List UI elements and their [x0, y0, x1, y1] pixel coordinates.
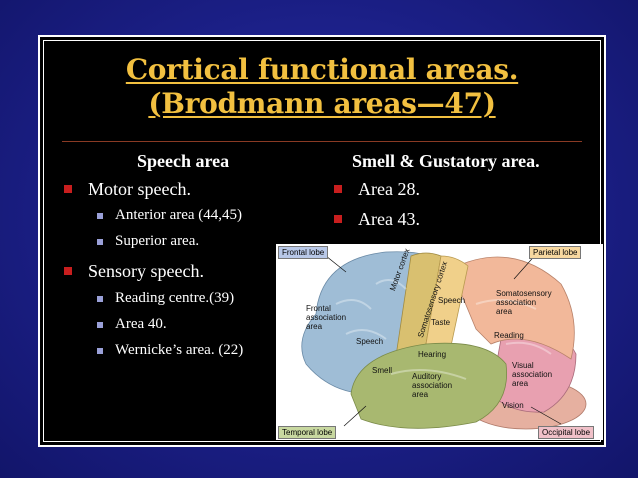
bullet-motor-speech: Motor speech.	[64, 179, 191, 200]
sub-bullet-area40: Area 40.	[97, 316, 167, 333]
slide-content: Cortical functional areas. (Brodmann are…	[43, 40, 603, 442]
label-line: area	[512, 379, 529, 388]
sub-bullet-marker	[97, 213, 103, 219]
label-line: area	[306, 322, 323, 331]
parietal-lobe-label: Parietal lobe	[529, 246, 582, 259]
label-line: Visual	[512, 361, 534, 370]
bullet-text: Area 43.	[358, 209, 420, 229]
speech-lower-label: Speech	[356, 337, 384, 346]
hearing-label: Hearing	[418, 350, 447, 359]
label-line: association	[306, 313, 347, 322]
bullet-sensory-speech: Sensory speech.	[64, 261, 204, 282]
speech-upper-label: Speech	[438, 296, 466, 305]
bullet-text: Motor speech.	[88, 179, 191, 199]
bullet-marker	[64, 185, 72, 193]
visual-association-label: Visual association area	[512, 361, 552, 388]
smell-label: Smell	[372, 366, 393, 375]
somatosensory-strip	[425, 255, 469, 347]
sub-bullet-text: Anterior area (44,45)	[115, 207, 243, 223]
frontal-association-label: Frontal association area	[306, 304, 346, 331]
sub-bullet-superior: Superior area.	[97, 233, 200, 250]
brain-illustration	[301, 251, 587, 430]
slide-title-line1: Cortical functional areas.	[125, 53, 519, 86]
sub-bullet-marker	[97, 348, 103, 354]
bullet-area43: Area 43.	[334, 209, 420, 230]
label-line: Frontal	[306, 304, 331, 313]
somatosensory-association-label: Somatosensory association area	[496, 289, 552, 316]
sub-bullet-text: Superior area.	[115, 233, 200, 249]
reading-label: Reading	[494, 331, 524, 340]
sub-bullet-marker	[97, 322, 103, 328]
auditory-association-label: Auditory association area	[412, 372, 452, 399]
slide-frame: Cortical functional areas. (Brodmann are…	[38, 35, 606, 447]
occipital-lobe-label: Occipital lobe	[538, 426, 595, 439]
label-line: Somatosensory	[496, 289, 552, 298]
smell-gustatory-heading: Smell & Gustatory area.	[352, 151, 540, 171]
sub-bullet-marker	[97, 296, 103, 302]
bullet-text: Sensory speech.	[88, 261, 204, 281]
frontal-lobe-label: Frontal lobe	[278, 246, 329, 259]
label-line: association	[512, 370, 553, 379]
sub-bullet-anterior: Anterior area (44,45)	[97, 207, 243, 224]
bullet-marker	[334, 185, 342, 193]
label-line: area	[412, 390, 429, 399]
temporal-region	[350, 342, 508, 429]
gyri-lines	[335, 279, 552, 380]
brain-diagram: Frontal lobe Parietal lobe Temporal lobe…	[276, 244, 603, 440]
sub-bullet-wernicke: Wernicke’s area. (22)	[97, 342, 244, 359]
occipital-pointer	[530, 406, 562, 425]
vision-label: Vision	[502, 401, 524, 410]
label-line: association	[496, 298, 537, 307]
bullet-area28: Area 28.	[334, 179, 420, 200]
label-line: association	[412, 381, 453, 390]
label-line: Auditory	[412, 372, 442, 381]
slide-title-line2: (Brodmann areas—47)	[148, 87, 496, 120]
bullet-marker	[334, 215, 342, 223]
bullet-marker	[64, 267, 72, 275]
sub-bullet-reading: Reading centre.(39)	[97, 290, 235, 307]
speech-area-heading: Speech area	[137, 151, 230, 171]
bullet-text: Area 28.	[358, 179, 420, 199]
temporal-pointer	[343, 405, 367, 427]
title-divider	[62, 141, 582, 142]
label-line: area	[496, 307, 513, 316]
sub-bullet-text: Reading centre.(39)	[115, 290, 235, 306]
sub-bullet-text: Area 40.	[115, 316, 167, 332]
sub-bullet-marker	[97, 239, 103, 245]
temporal-lobe-label: Temporal lobe	[278, 426, 337, 439]
taste-label: Taste	[431, 318, 451, 327]
parietal-region	[450, 256, 575, 360]
sub-bullet-text: Wernicke’s area. (22)	[115, 342, 244, 358]
